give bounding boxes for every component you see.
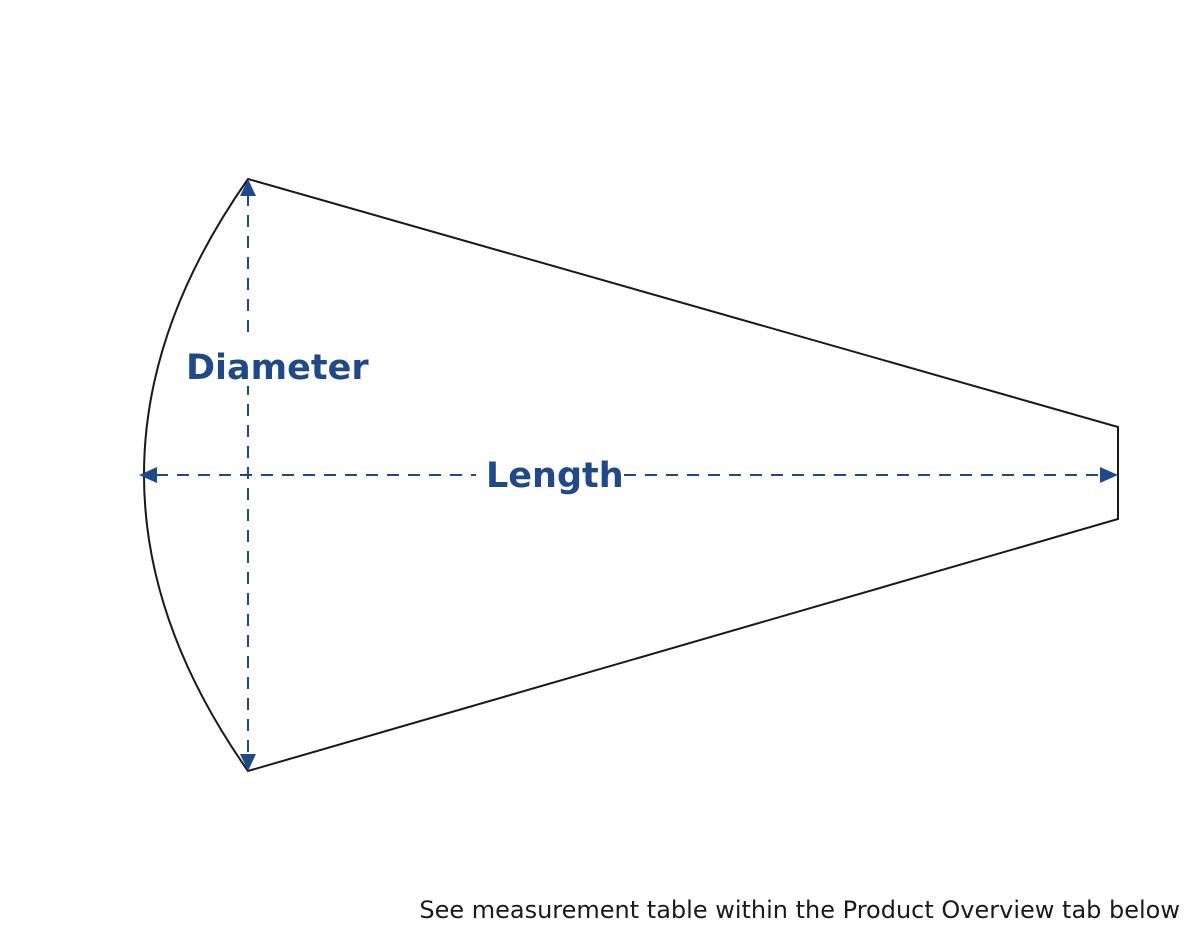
length-label: Length xyxy=(486,456,624,496)
length-dimension xyxy=(139,467,1118,483)
diameter-label: Diameter xyxy=(186,348,369,388)
length-arrow-right-icon xyxy=(1100,467,1118,483)
cone-outline xyxy=(143,177,1119,773)
measurement-footnote: See measurement table within the Product… xyxy=(419,896,1180,924)
diameter-arrow-bottom-icon xyxy=(240,754,256,771)
length-arrow-left-icon xyxy=(139,467,157,483)
diameter-label-background xyxy=(236,338,262,386)
diameter-arrow-top-icon xyxy=(240,179,256,196)
